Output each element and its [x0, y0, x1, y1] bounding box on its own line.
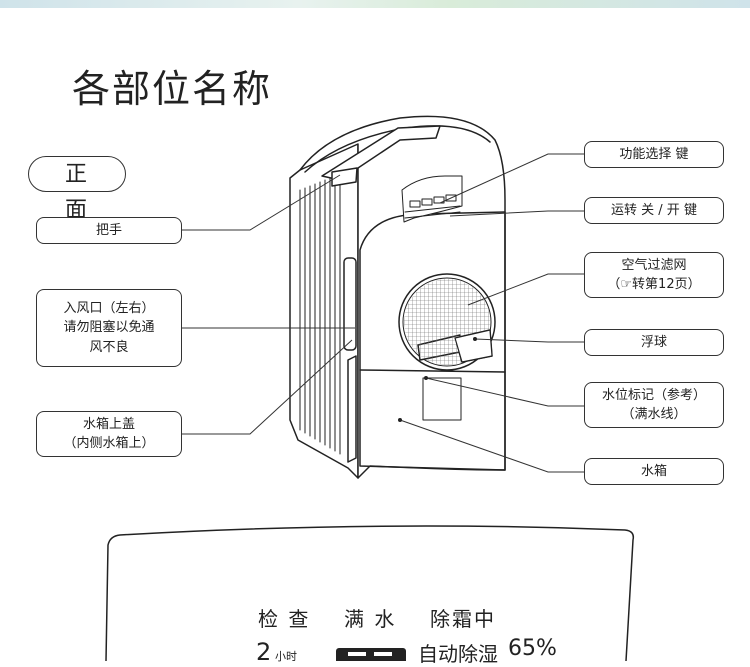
panel-hours-unit: 小时 [275, 650, 297, 663]
panel-defrost-text: 除霜中 [430, 607, 496, 631]
label-water-tank: 水箱 [584, 458, 724, 485]
panel-hours-number: 2 [256, 638, 274, 666]
label-air-filter: 空气过滤网 （☞转第12页） [584, 252, 724, 298]
label-water-mark: 水位标记（参考） （满水线） [584, 382, 724, 428]
label-power-key: 运转 关 / 开 键 [584, 197, 724, 224]
panel-full-text: 满 水 [344, 607, 397, 631]
label-tank-cover: 水箱上盖 （内侧水箱上） [36, 411, 182, 457]
top-decorative-band [0, 0, 750, 8]
panel-humidity-text: 65% [508, 636, 557, 661]
label-float: 浮球 [584, 329, 724, 356]
front-view-badge: 正 面 [28, 156, 126, 223]
label-air-inlet: 入风口（左右） 请勿阻塞以免通 风不良 [36, 289, 182, 367]
page-title: 各部位名称 [72, 67, 273, 111]
panel-check-text: 检 查 [258, 607, 311, 631]
panel-auto-text: 自动除湿 [418, 642, 498, 666]
label-function-key: 功能选择 键 [584, 141, 724, 168]
label-handle: 把手 [36, 217, 182, 244]
